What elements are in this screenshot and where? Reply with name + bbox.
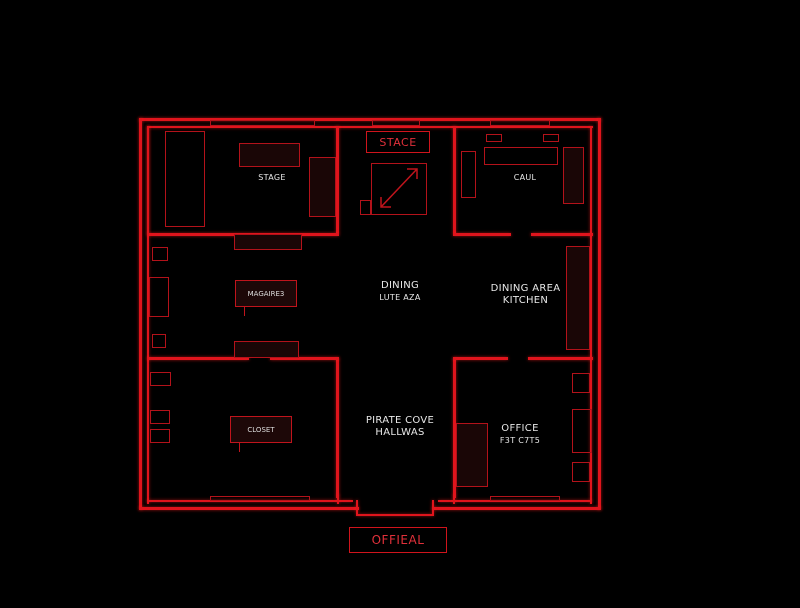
entrance-wall-right bbox=[453, 494, 455, 504]
sink-left bbox=[486, 134, 502, 142]
kitchen-shelf bbox=[566, 246, 590, 350]
seat-left-1 bbox=[152, 247, 168, 261]
window-top-right bbox=[490, 120, 550, 126]
room-label-bottom-right: OFFICE F3T C7T5 bbox=[499, 423, 541, 445]
room-label-middle-left: MAGAIRE3 bbox=[235, 280, 297, 316]
window-bottom-left bbox=[210, 496, 310, 501]
room-label-bottom-left: CLOSET bbox=[230, 416, 292, 452]
chair-row-top-left bbox=[234, 234, 302, 250]
bench-middle-left bbox=[234, 341, 299, 358]
room-label-top-left: STAGE bbox=[258, 173, 286, 182]
office-chair-bottom bbox=[572, 462, 590, 482]
stage-platform bbox=[165, 131, 205, 227]
wall-mid-left-bottom-b bbox=[270, 357, 339, 360]
outer-wall-right-inner bbox=[590, 126, 592, 504]
wall-right-column-lower bbox=[453, 358, 456, 498]
wall-top-left-room-left bbox=[147, 126, 149, 234]
sink-right bbox=[543, 134, 559, 142]
wall-right-column bbox=[453, 126, 456, 234]
outer-wall-top bbox=[139, 118, 601, 121]
room-label-bottom-center: PIRATE COVE HALLWAS bbox=[365, 415, 435, 438]
entrance-notch-right bbox=[432, 500, 434, 514]
outer-wall-bottom-right-inner bbox=[438, 500, 592, 502]
window-top-center bbox=[372, 120, 420, 126]
stair-arrow-icon bbox=[380, 168, 418, 208]
wall-mid-right-bottom-b bbox=[528, 357, 593, 360]
office-shelf bbox=[572, 409, 592, 453]
wall-mid-right-bottom-a bbox=[453, 357, 508, 360]
outer-wall-left-inner bbox=[147, 126, 149, 504]
outer-wall-bottom-left-inner bbox=[147, 500, 353, 502]
fridge-right bbox=[563, 147, 584, 204]
outer-wall-bottom-left bbox=[139, 507, 359, 510]
cabinet-left bbox=[461, 151, 476, 198]
entrance-notch-left bbox=[356, 500, 358, 514]
entrance-wall-left bbox=[337, 494, 339, 504]
window-bottom-right bbox=[490, 496, 560, 501]
entrance-label: OFFIEAL bbox=[349, 527, 447, 553]
office-chair-top bbox=[572, 373, 590, 393]
outer-wall-top-inner bbox=[147, 126, 593, 128]
cabinet-bottom-left-2 bbox=[150, 410, 170, 424]
cabinet-bottom-left-3 bbox=[150, 429, 170, 443]
room-label-top-right: CAUL bbox=[513, 173, 537, 182]
kitchen-counter bbox=[484, 147, 558, 165]
stair-landing bbox=[360, 200, 371, 215]
outer-wall-bottom-right bbox=[432, 507, 601, 510]
wall-left-column-lower bbox=[336, 358, 339, 498]
outer-wall-left bbox=[139, 118, 142, 510]
office-desk bbox=[456, 423, 488, 487]
room-label-top-center: STACE bbox=[366, 131, 430, 153]
stage-sofa bbox=[309, 157, 336, 217]
wall-mid-left-bottom-a bbox=[147, 357, 249, 360]
outer-wall-right bbox=[598, 118, 601, 510]
cabinet-left-mid bbox=[149, 277, 169, 317]
entrance-step bbox=[356, 514, 434, 516]
staircase bbox=[371, 163, 427, 215]
wall-top-right-room-bottom-b bbox=[531, 233, 593, 236]
room-label-middle-right: DINING AREA KITCHEN bbox=[490, 283, 561, 306]
wall-left-column bbox=[336, 126, 339, 234]
seat-left-2 bbox=[152, 334, 166, 348]
window-top-left bbox=[210, 120, 315, 126]
room-label-middle-center: DINING LUTE AZA bbox=[379, 280, 421, 302]
wall-top-right-room-bottom-a bbox=[453, 233, 511, 236]
cabinet-bottom-left-1 bbox=[150, 372, 171, 386]
stage-console bbox=[239, 143, 300, 167]
